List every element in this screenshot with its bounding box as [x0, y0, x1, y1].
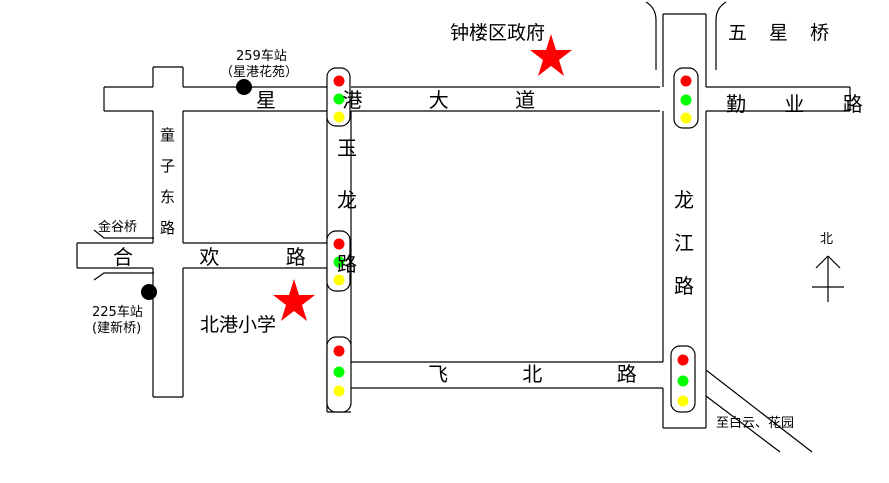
- char: 子: [160, 157, 176, 175]
- char: 江: [674, 231, 694, 255]
- traffic-light-xinggang-longjiang: [673, 67, 699, 129]
- place-label-school: 北港小学: [200, 314, 277, 336]
- char: 东: [160, 188, 176, 206]
- yellow-light-icon: [333, 274, 345, 286]
- char: 龙: [674, 188, 694, 212]
- green-light-icon: [680, 94, 692, 106]
- bus-stop-259-icon: [236, 79, 252, 95]
- place-label-jingu-bridge: 金谷桥: [98, 220, 138, 235]
- jingu-mark-top: [93, 229, 154, 239]
- jingu-bridge-marks: [93, 229, 154, 281]
- road-label-hehuan: 合 欢 路: [113, 245, 336, 269]
- place-label-government: 钟楼区政府: [450, 22, 546, 44]
- char: 玉: [337, 136, 357, 160]
- road-label-tongzi-east: 童 子 东 路: [160, 128, 175, 236]
- char: 路: [674, 274, 694, 298]
- bus-station-259-sub: （星港花苑）: [220, 65, 299, 80]
- north-arrow-icon: [812, 255, 844, 302]
- road-baiyun-edge-1: [705, 369, 813, 453]
- green-light-icon: [333, 366, 345, 378]
- traffic-light-feibei-longjiang: [670, 345, 696, 413]
- place-label-wuxing-bridge: 五 星 桥: [728, 22, 838, 44]
- yellow-light-icon: [677, 395, 689, 407]
- red-light-icon: [680, 75, 692, 87]
- bus-station-225-sub: (建新桥): [92, 321, 142, 336]
- road-network: [76, 13, 851, 453]
- road-label-yulong: 玉 龙 路: [337, 138, 357, 274]
- place-label-baiyun: 至白云、花园: [716, 416, 795, 431]
- char: 路: [160, 219, 176, 237]
- green-light-icon: [333, 256, 345, 268]
- traffic-light-xinggang-yulong: [326, 67, 351, 127]
- char: 龙: [337, 188, 357, 212]
- compass-north-label: 北: [820, 232, 834, 247]
- government-star-icon: [530, 34, 572, 76]
- red-light-icon: [333, 345, 345, 357]
- bridge-mark-left: [645, 1, 657, 70]
- yellow-light-icon: [333, 111, 345, 123]
- char: 童: [160, 126, 176, 144]
- green-light-icon: [677, 375, 689, 387]
- road-baiyun-edge-2: [705, 395, 781, 453]
- bus-station-259-name: 259车站: [236, 49, 287, 64]
- school-star-icon: [273, 279, 315, 321]
- red-light-icon: [677, 354, 689, 366]
- red-light-icon: [333, 75, 345, 87]
- bus-station-225-name: 225车站: [92, 305, 143, 320]
- road-label-qinye: 勤 业 路: [726, 92, 879, 116]
- wuxing-bridge-marks: [645, 1, 727, 70]
- red-light-icon: [333, 238, 345, 250]
- road-label-xinggang: 星 港 大 道: [256, 88, 566, 112]
- yellow-light-icon: [333, 385, 345, 397]
- char: 路: [337, 252, 357, 276]
- bridge-mark-right: [715, 1, 727, 70]
- traffic-light-hehuan-yulong: [326, 230, 351, 292]
- jingu-mark-bottom: [93, 272, 154, 281]
- road-label-longjiang: 龙 江 路: [674, 190, 694, 296]
- traffic-light-feibei-yulong: [326, 336, 352, 413]
- road-label-feibei: 飞 北 路: [428, 362, 671, 386]
- bus-stop-225-icon: [141, 284, 157, 300]
- green-light-icon: [333, 93, 345, 105]
- yellow-light-icon: [680, 112, 692, 124]
